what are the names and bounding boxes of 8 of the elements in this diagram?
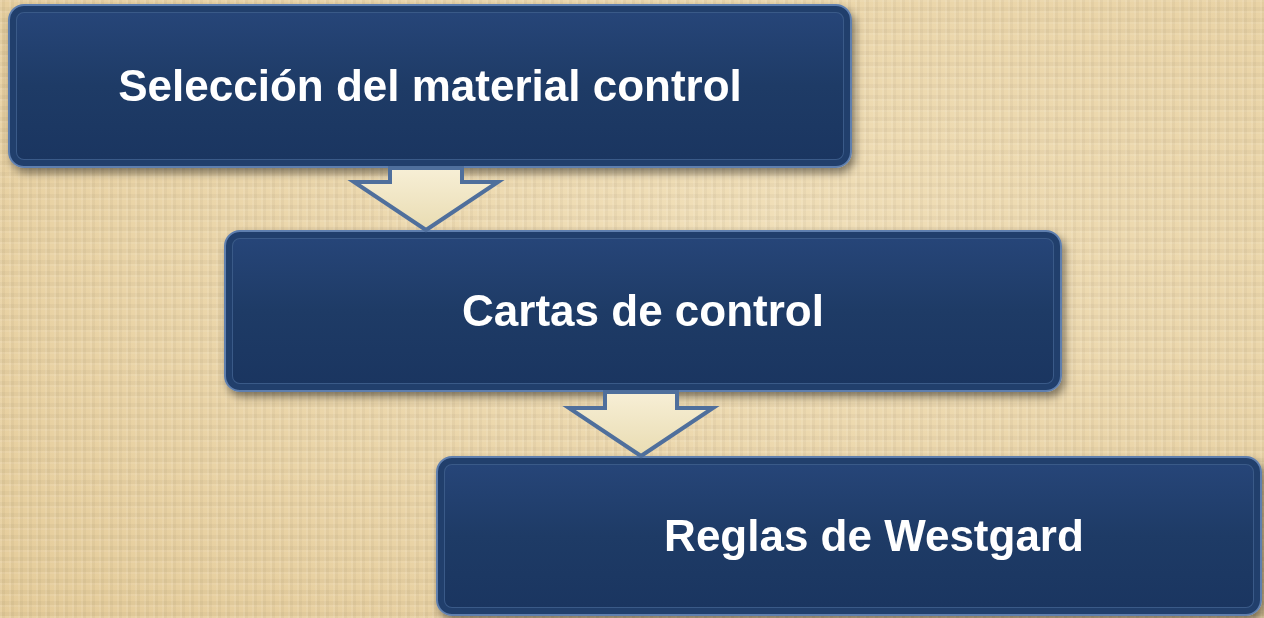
box-label: Cartas de control	[462, 286, 824, 336]
process-box	[8, 4, 852, 168]
box-label: Selección del material control	[118, 61, 742, 111]
process-box	[224, 230, 1062, 392]
block-arrow	[347, 166, 505, 233]
process-box	[436, 456, 1262, 616]
box-label: Reglas de Westgard	[663, 511, 1084, 561]
block-arrow	[562, 390, 720, 459]
